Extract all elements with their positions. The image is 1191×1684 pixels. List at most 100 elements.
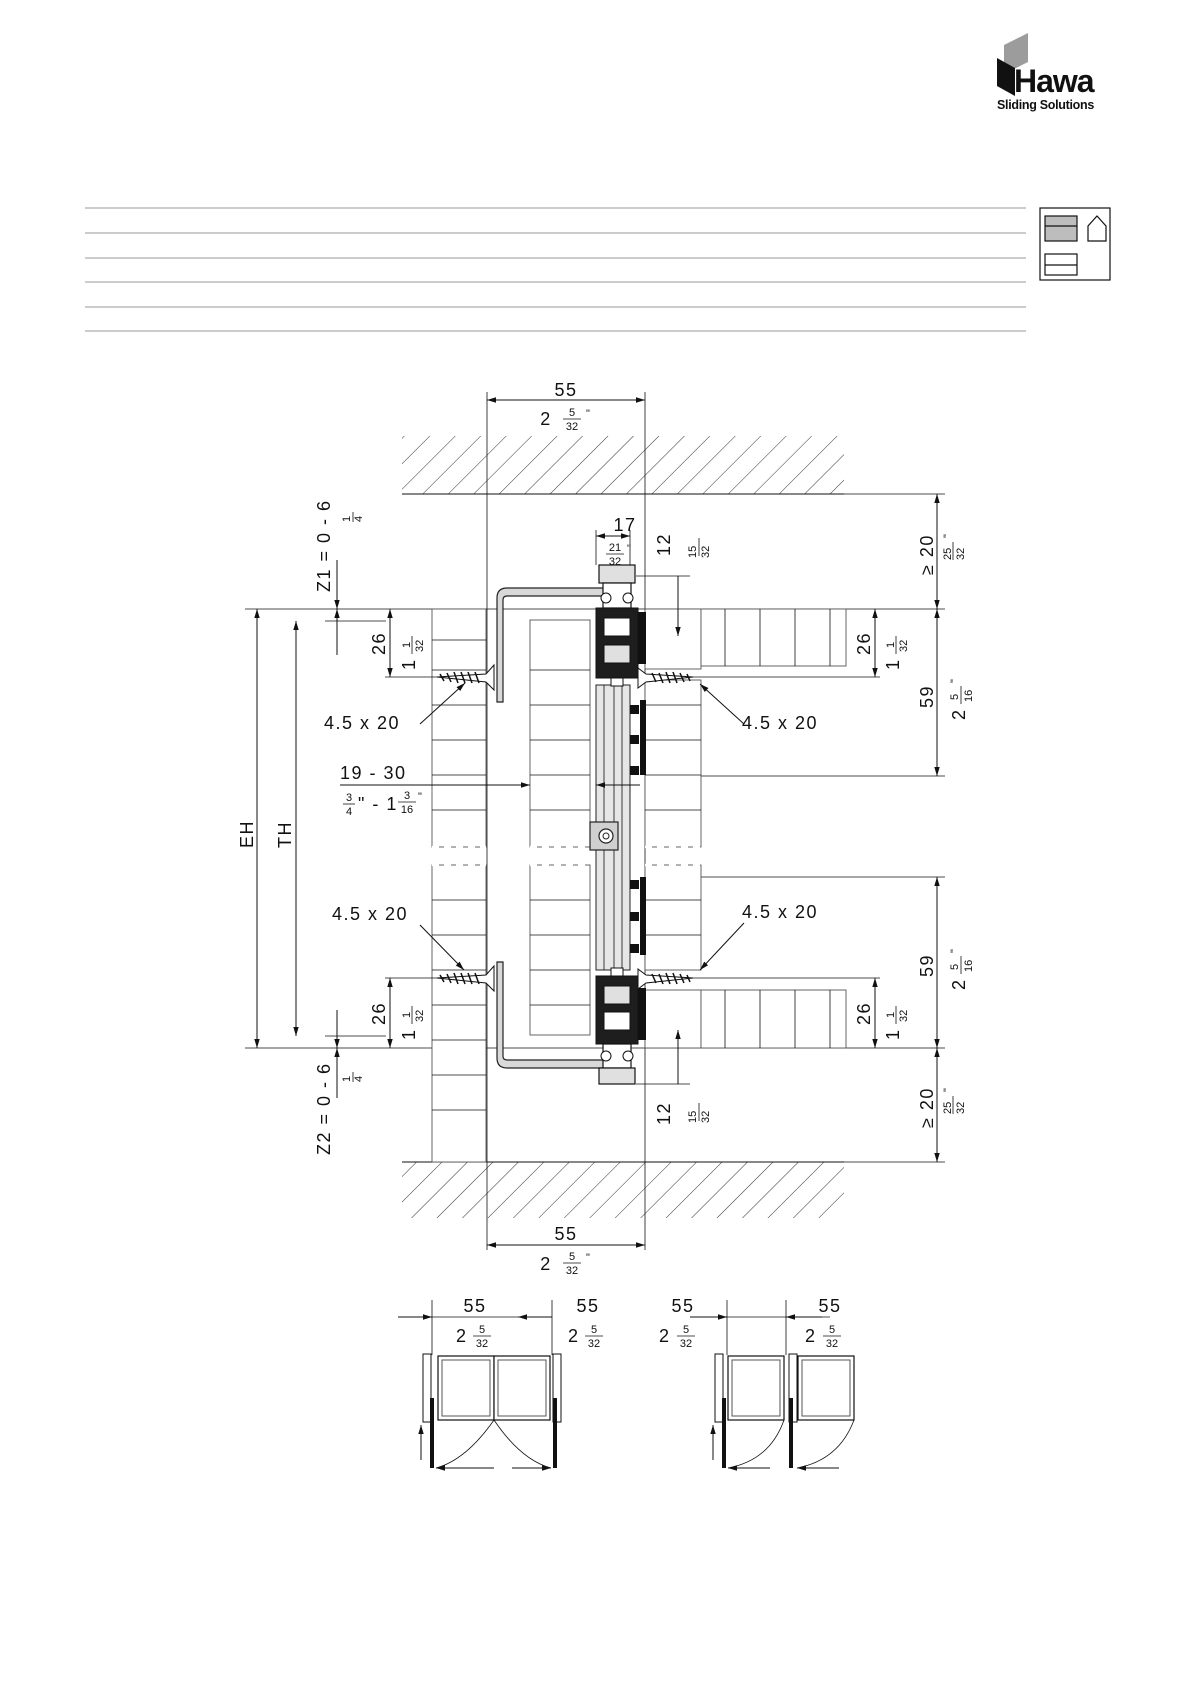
svg-text:1: 1 [885,642,897,648]
right-door-panel [644,608,702,1049]
screw-bottom-right-icon [637,968,694,990]
svg-text:Z2 = 0 - 6: Z2 = 0 - 6 [314,1062,334,1155]
logo-tagline: Sliding Solutions [997,98,1094,112]
svg-text:2: 2 [949,978,969,990]
svg-text:3: 3 [346,792,352,804]
screw-label-top-right: 4.5 x 20 [699,683,818,733]
svg-text:55: 55 [671,1296,694,1316]
screw-label-top-left: 4.5 x 20 [324,682,466,733]
svg-text:16: 16 [401,804,413,816]
svg-text:1: 1 [885,1012,897,1018]
svg-text:": " [942,1088,954,1092]
svg-text:1: 1 [883,658,903,670]
svg-text:32: 32 [414,640,426,652]
svg-text:4: 4 [353,1076,365,1082]
svg-text:59: 59 [917,685,937,708]
svg-text:12: 12 [654,533,674,556]
svg-text:2: 2 [805,1326,817,1346]
svg-text:3: 3 [404,790,410,802]
bottom-width-dimension: 55 2 5 32 " [487,1224,645,1277]
plan-view-single: 55 2 5 32 55 2 5 32 [659,1296,855,1471]
svg-text:5: 5 [683,1324,689,1336]
right-cabinet-side [700,608,847,1049]
svg-text:32: 32 [826,1338,838,1350]
svg-text:5: 5 [591,1324,597,1336]
svg-text:1: 1 [341,516,353,522]
svg-text:1: 1 [883,1028,903,1040]
svg-text:15: 15 [687,1111,699,1123]
top-gap-dimension: 12 15 32 [636,533,712,636]
svg-text:32: 32 [414,1010,426,1022]
z2-dimension: Z2 = 0 - 6 1 4 [314,1010,386,1155]
svg-text:5: 5 [829,1324,835,1336]
svg-text:32: 32 [680,1338,692,1350]
svg-text:4.5 x 20: 4.5 x 20 [742,902,818,922]
svg-text:2: 2 [540,409,552,429]
screw-label-bottom-left: 4.5 x 20 [332,904,465,971]
house-icon [1087,215,1107,242]
svg-text:5: 5 [479,1324,485,1336]
svg-text:55: 55 [554,380,577,400]
screw-bottom-left-icon [436,964,495,993]
bottom-roller-hardware [595,877,646,1085]
svg-text:32: 32 [476,1338,488,1350]
svg-text:1: 1 [401,1012,413,1018]
svg-text:26: 26 [369,632,389,655]
svg-text:4: 4 [353,516,365,522]
svg-text:19 - 30: 19 - 30 [340,763,407,783]
svg-text:25: 25 [942,1102,954,1114]
adjustment-screw-icon [598,828,614,844]
svg-text:5: 5 [949,964,961,970]
svg-text:5: 5 [569,407,575,419]
svg-text:32: 32 [898,1010,910,1022]
ceiling-hatch [402,436,844,495]
svg-text:55: 55 [818,1296,841,1316]
svg-text:16: 16 [963,960,975,972]
svg-text:55: 55 [463,1296,486,1316]
screw-top-right-icon [637,667,694,689]
svg-text:25: 25 [942,548,954,560]
svg-text:59: 59 [917,954,937,977]
eh-dimension: EH [237,609,260,1048]
svg-text:": " [586,408,590,420]
svg-text:≥ 20: ≥ 20 [917,1087,937,1128]
top-width-dimension: 55 2 5 32 " [487,380,645,433]
svg-text:2: 2 [659,1326,671,1346]
svg-text:26: 26 [854,632,874,655]
svg-text:32: 32 [566,421,578,433]
svg-text:EH: EH [237,820,257,848]
screw-offset-left-bottom: 26 1 1 32 [369,977,437,1048]
svg-text:32: 32 [609,556,621,568]
track-width-dimension: 17 21 32 " [595,515,635,568]
svg-text:TH: TH [275,821,295,848]
plan-view-double: 55 2 5 32 55 2 5 32 [398,1296,603,1471]
th-dimension: TH [275,621,299,1036]
svg-text:": " [418,791,422,803]
svg-text:21: 21 [609,542,621,554]
svg-text:": " [949,949,961,953]
bracket-height-top-dimension: 59 2 5 16 " [917,609,975,776]
door-thickness-dimension: 19 - 30 3 4 " - 1 3 16 " [340,763,640,818]
svg-text:1: 1 [399,658,419,670]
svg-text:2: 2 [568,1326,580,1346]
left-door-panel [431,608,487,1163]
svg-text:≥ 20: ≥ 20 [917,534,937,575]
svg-text:15: 15 [687,546,699,558]
logo-mark-icon [1004,33,1028,74]
svg-text:2: 2 [949,708,969,720]
screw-offset-right-bottom: 26 1 1 32 [693,977,910,1048]
svg-text:55: 55 [576,1296,599,1316]
middle-door-panel [529,619,591,1036]
svg-text:26: 26 [854,1002,874,1025]
screw-label-bottom-right: 4.5 x 20 [699,902,818,971]
svg-text:": " [586,1252,590,1264]
bottom-gap-dimension: 12 15 32 [636,1030,712,1125]
floor-clearance-dimension: ≥ 20 25 32 " [917,1048,967,1162]
svg-text:4.5 x 20: 4.5 x 20 [332,904,408,924]
screw-offset-left-top: 26 1 1 32 [369,609,437,678]
bracket-height-bottom-dimension: 59 2 5 16 " [917,877,975,1048]
svg-text:4.5 x 20: 4.5 x 20 [742,713,818,733]
screw-top-left-icon [436,663,495,692]
svg-text:32: 32 [898,640,910,652]
ceiling-clearance-dimension: ≥ 20 25 32 " [917,494,967,609]
